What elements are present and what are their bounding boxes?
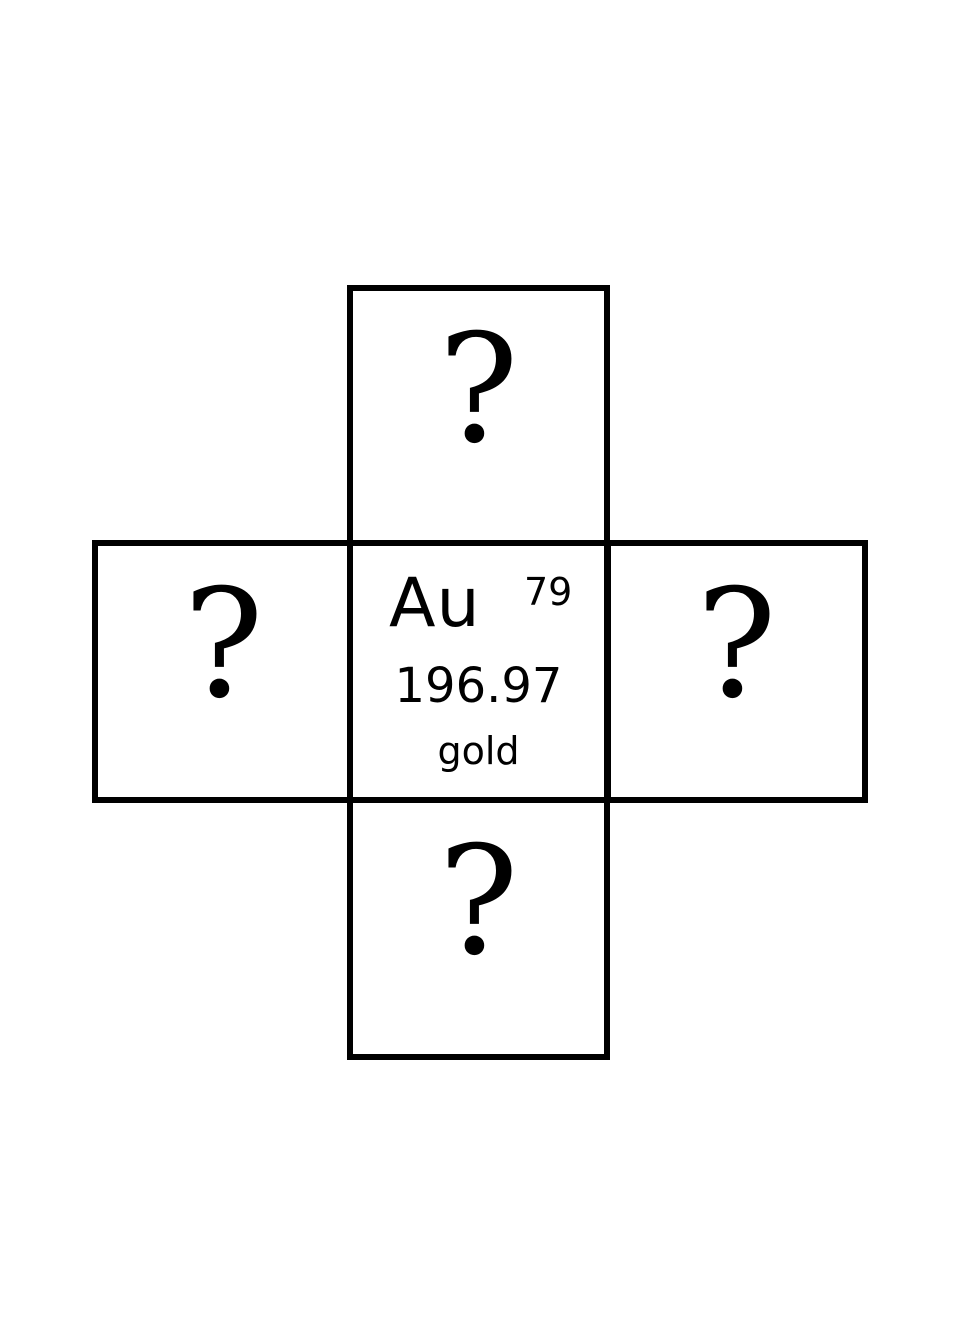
question-mark-left: ? (183, 558, 264, 732)
element-symbol: Au (389, 564, 481, 643)
atomic-number: 79 (524, 570, 573, 614)
atomic-mass: 196.97 (394, 658, 563, 714)
element-name: gold (437, 729, 520, 773)
unknown-element-top: ? (347, 285, 610, 548)
question-mark-top: ? (438, 303, 519, 477)
unknown-element-left: ? (92, 540, 355, 803)
unknown-element-right: ? (605, 540, 868, 803)
question-mark-bottom: ? (438, 815, 519, 989)
unknown-element-bottom: ? (347, 797, 610, 1060)
question-mark-right: ? (696, 558, 777, 732)
element-tile-gold: Au 79 196.97 gold (347, 540, 610, 803)
